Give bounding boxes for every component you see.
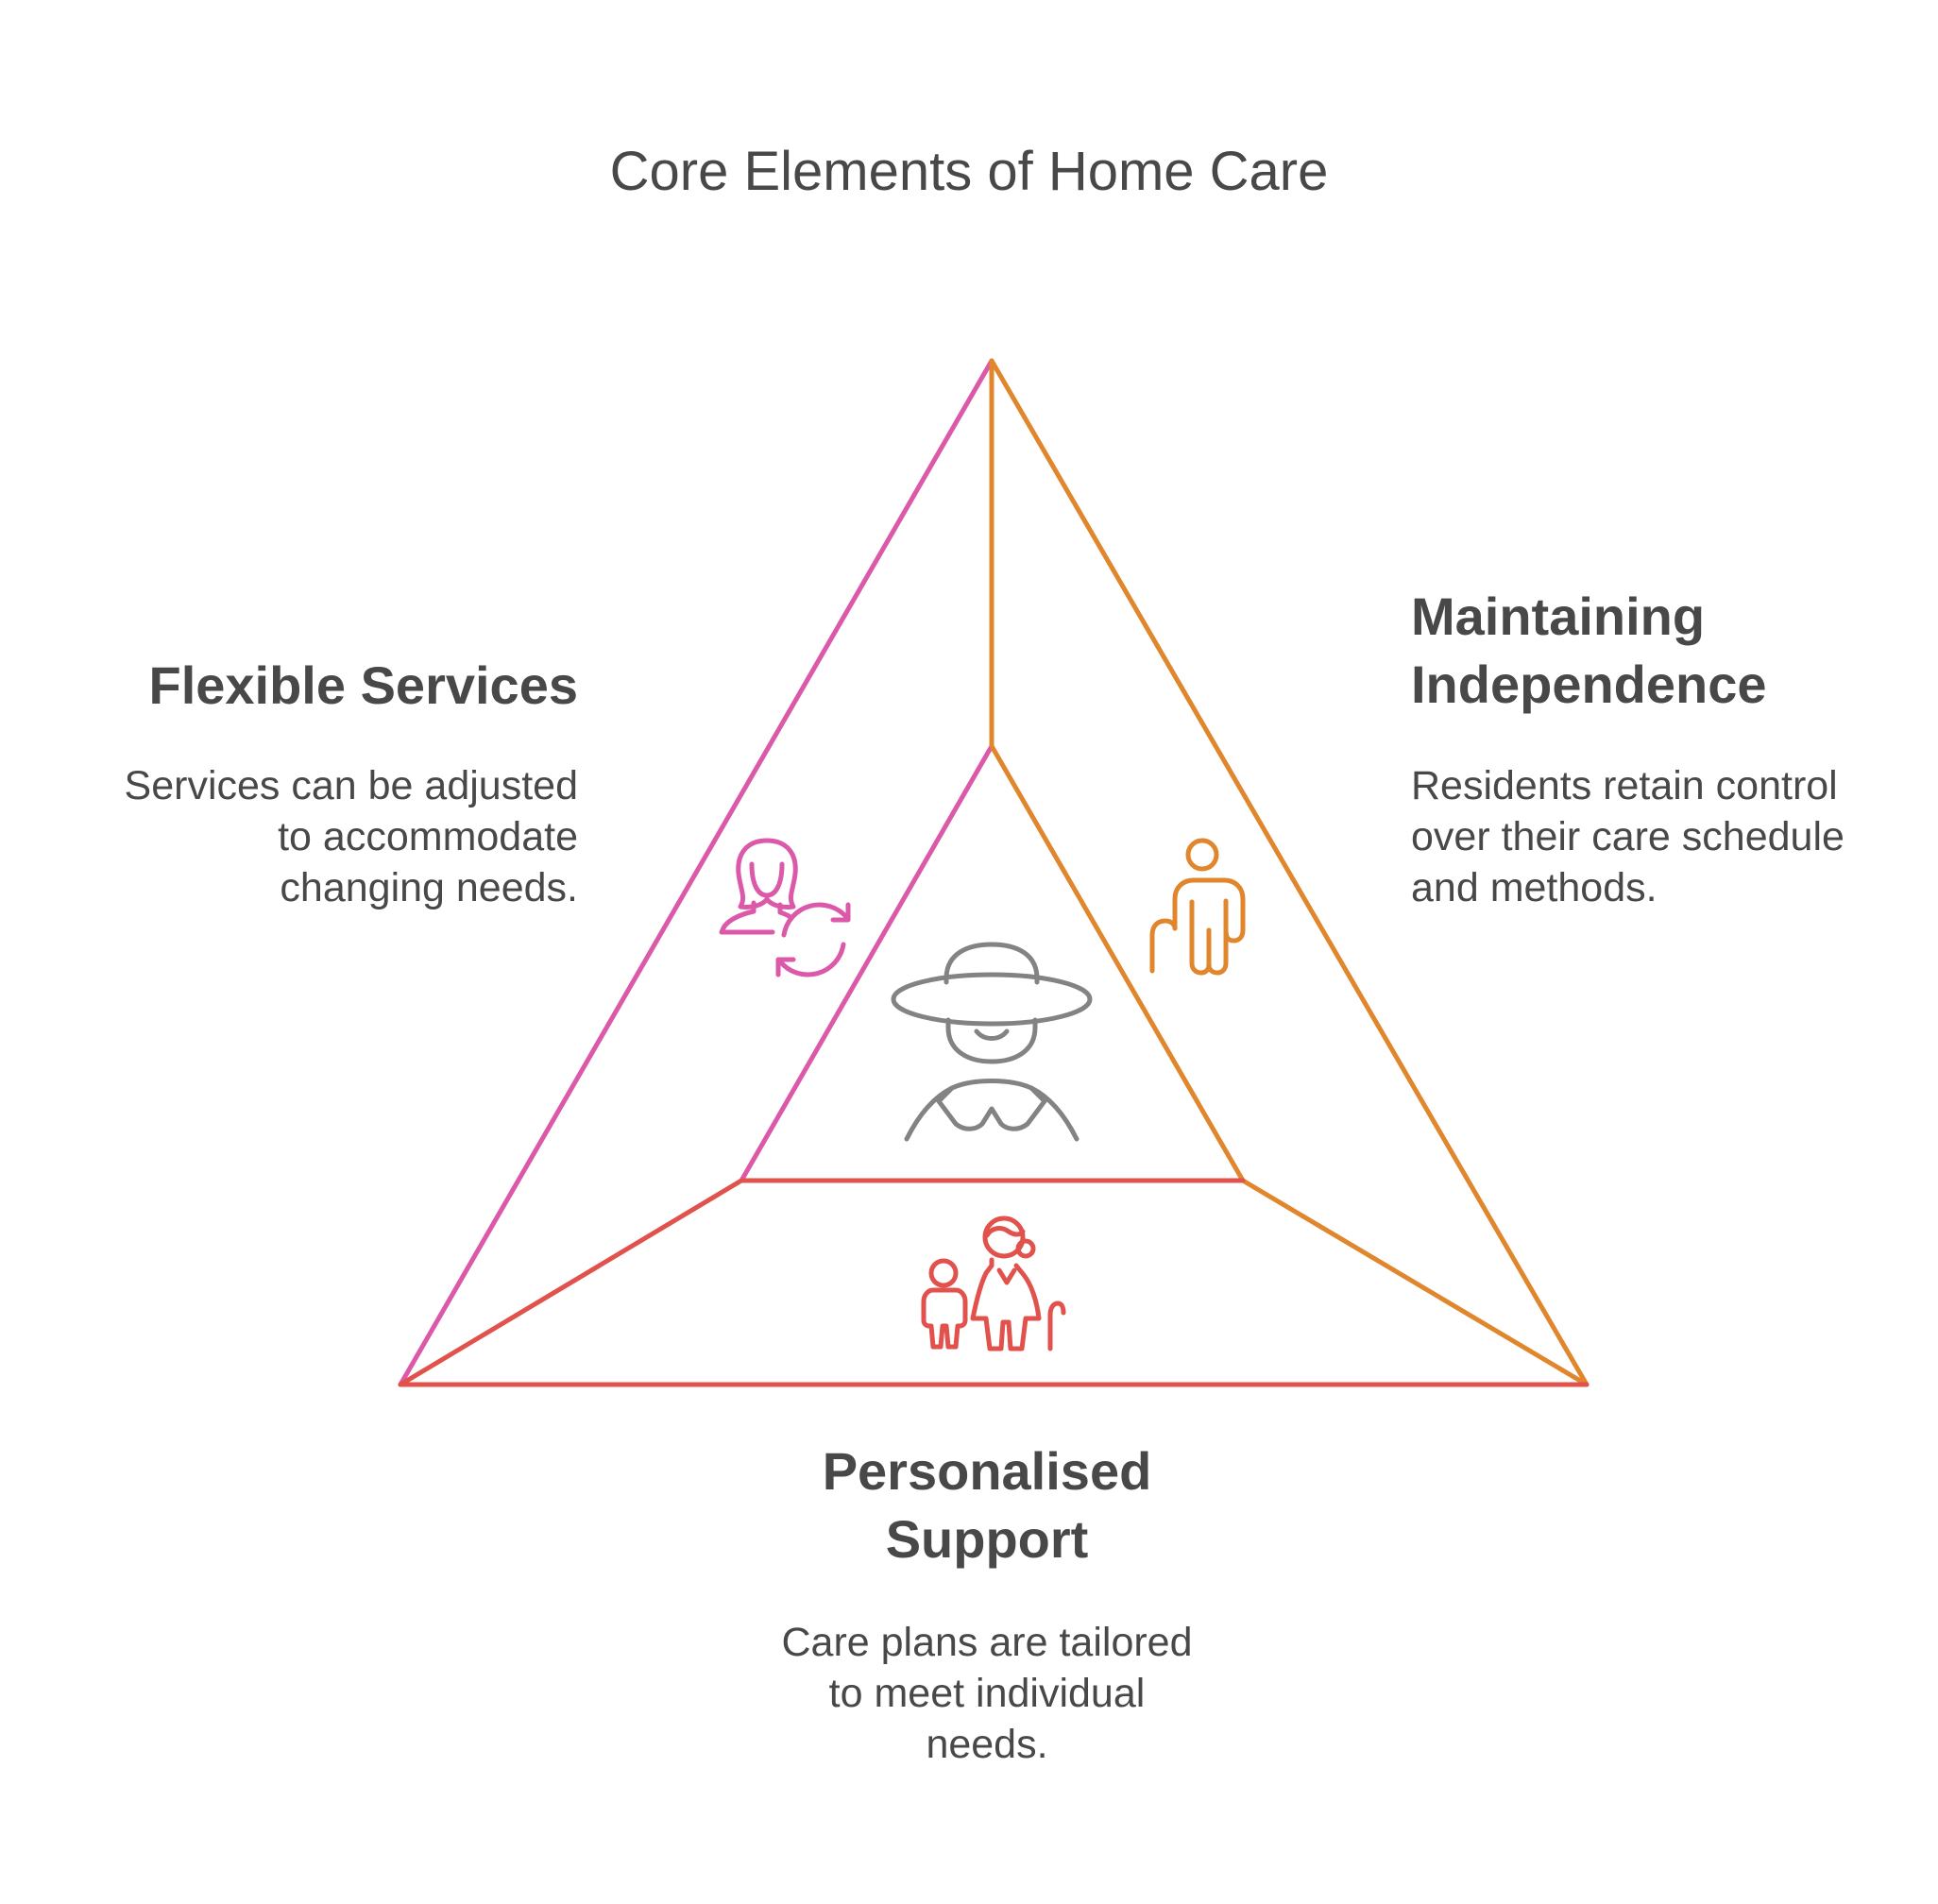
independence-description-line: Residents retain control (1411, 763, 1838, 808)
independence-heading-line: Independence (1411, 654, 1767, 714)
support-heading: Personalised Support (704, 1437, 1270, 1573)
person-with-refresh-icon (719, 838, 851, 978)
flexible-description-line: Services can be adjusted (124, 763, 578, 808)
support-description-line: Care plans are tailored (781, 1620, 1193, 1665)
flexible-description-line: to accommodate (278, 814, 578, 859)
independence-heading-line: Maintaining (1411, 586, 1706, 646)
person-with-cane-icon (1149, 838, 1246, 976)
independence-heading: Maintaining Independence (1411, 583, 1921, 719)
flexible-description: Services can be adjusted to accommodate … (57, 760, 578, 913)
support-heading-line: Support (885, 1509, 1089, 1569)
grandmother-and-child-icon (921, 1216, 1066, 1352)
diagram-title: Core Elements of Home Care (609, 141, 1329, 202)
support-heading-line: Personalised (822, 1441, 1152, 1501)
flexible-description-line: changing needs. (280, 865, 578, 910)
elderly-person-with-hat-icon (891, 942, 1093, 1142)
support-description: Care plans are tailored to meet individu… (704, 1617, 1270, 1770)
flexible-heading: Flexible Services (148, 655, 578, 715)
independence-description: Residents retain control over their care… (1411, 760, 1930, 913)
independence-description-line: over their care schedule (1411, 814, 1844, 859)
support-segment (398, 1178, 1590, 1387)
flexible-segment (398, 358, 994, 1387)
support-description-line: needs. (926, 1722, 1048, 1767)
independence-segment (989, 358, 1590, 1387)
independence-description-line: and methods. (1411, 865, 1658, 910)
support-description-line: to meet individual (828, 1671, 1146, 1716)
